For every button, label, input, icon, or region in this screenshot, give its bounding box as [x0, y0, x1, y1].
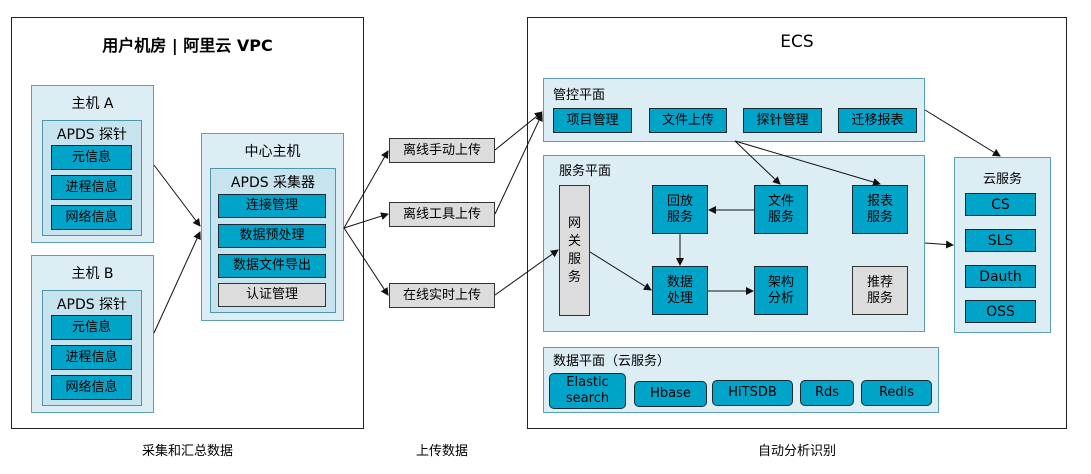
host-b-probe-title: APDS 探针: [56, 297, 128, 313]
arrow-fileupload-to-fileservice: [734, 140, 781, 185]
gateway-service: 网 关 服 务: [559, 185, 590, 316]
redis: Redis: [861, 380, 932, 406]
probe-management: 探针管理: [743, 108, 822, 133]
file-service: 文件 服务: [754, 185, 808, 234]
cloud-dauth: Dauth: [965, 265, 1036, 288]
host-a-title: 主机 A: [71, 96, 114, 112]
service-plane-title: 服务平面: [559, 164, 612, 179]
host-a-network-info: 网络信息: [51, 205, 132, 230]
caption-analysis: 自动分析识别: [757, 444, 836, 459]
caption-collect: 采集和汇总数据: [141, 444, 233, 459]
file-upload: 文件上传: [649, 108, 727, 133]
center-host-title: 中心主机: [244, 144, 301, 160]
data-plane-title: 数据平面（云服务）: [553, 354, 671, 369]
cloud-oss: OSS: [965, 300, 1036, 323]
hitsdb: HiTSDB: [712, 380, 793, 406]
online-realtime-upload: 在线实时上传: [389, 283, 495, 308]
recommendation-service: 推荐 服务: [852, 266, 908, 315]
arrow-online-to-gateway: [494, 249, 559, 296]
host-b-meta-info: 元信息: [51, 315, 132, 340]
arrow-manual-to-control: [494, 111, 543, 151]
arrow-center-to-online: [343, 227, 389, 296]
arrow-host-a-to-center: [153, 164, 201, 227]
ecs-title: ECS: [780, 32, 814, 52]
arrow-host-b-to-center: [153, 231, 201, 334]
data-processing: 数据 处理: [652, 266, 708, 315]
arrow-center-to-tool: [343, 212, 389, 229]
host-b-network-info: 网络信息: [51, 375, 132, 400]
arrow-center-to-manual: [343, 150, 389, 229]
data-file-export: 数据文件导出: [218, 254, 326, 278]
arrow-tool-to-control: [494, 113, 543, 215]
offline-manual-upload: 离线手动上传: [389, 138, 495, 163]
offline-tool-upload: 离线工具上传: [389, 202, 495, 227]
hbase: Hbase: [634, 381, 707, 407]
cloud-services-title: 云服务: [982, 172, 1022, 187]
arrow-fileupload-to-reportservice: [734, 140, 881, 186]
arrow-control-to-cloud: [924, 109, 1001, 157]
host-a-meta-info: 元信息: [51, 145, 132, 170]
rds: Rds: [800, 380, 854, 406]
cloud-cs: CS: [965, 193, 1036, 216]
control-plane-title: 管控平面: [553, 88, 606, 103]
playback-service: 回放 服务: [652, 185, 708, 234]
connection-management: 连接管理: [218, 194, 326, 218]
project-management: 项目管理: [553, 108, 632, 133]
data-preprocessing: 数据预处理: [218, 224, 326, 248]
host-a-process-info: 进程信息: [51, 175, 132, 200]
migration-report: 迁移报表: [838, 108, 917, 133]
elasticsearch: Elastic search: [549, 373, 626, 409]
auth-management: 认证管理: [218, 283, 326, 307]
host-b-title: 主机 B: [71, 266, 114, 282]
cloud-sls: SLS: [965, 229, 1036, 252]
arrow-gateway-to-processing: [589, 251, 652, 291]
arrow-service-to-cloud: [924, 240, 954, 249]
host-a-probe-title: APDS 探针: [56, 127, 128, 143]
host-b-process-info: 进程信息: [51, 345, 132, 370]
report-service: 报表 服务: [852, 185, 908, 234]
user-datacenter-title: 用户机房 | 阿里云 VPC: [102, 36, 273, 55]
architecture-analysis: 架构 分析: [754, 266, 808, 315]
apds-collector-title: APDS 采集器: [230, 175, 316, 191]
caption-upload: 上传数据: [415, 444, 468, 459]
